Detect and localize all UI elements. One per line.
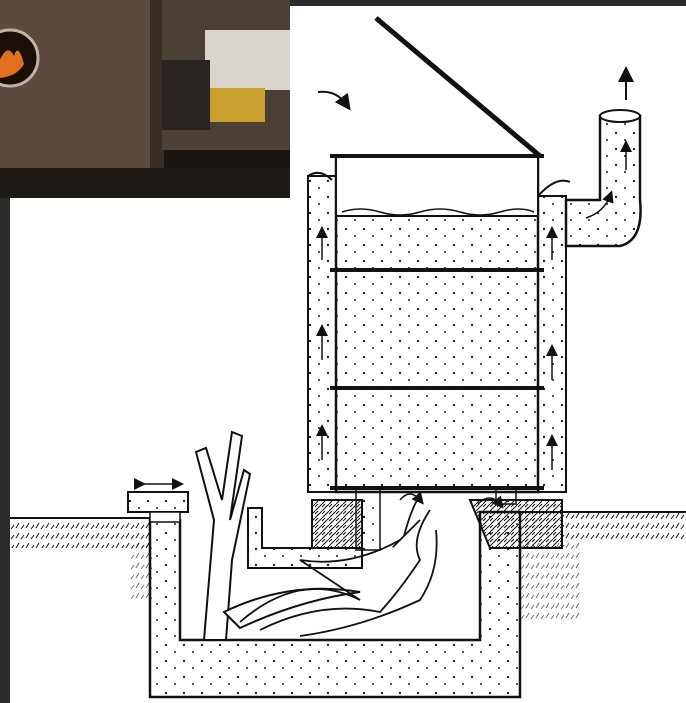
stove-body [0,0,162,168]
barrel [330,154,544,494]
flame [239,495,438,637]
fire-glow [0,50,24,78]
firebox [127,478,522,699]
vent-cap [127,491,189,513]
firewood [194,430,361,641]
rotation-arrow [317,90,351,111]
photo-inset [0,0,290,198]
ground [10,511,686,620]
chimney [564,66,642,248]
lid [374,16,542,158]
